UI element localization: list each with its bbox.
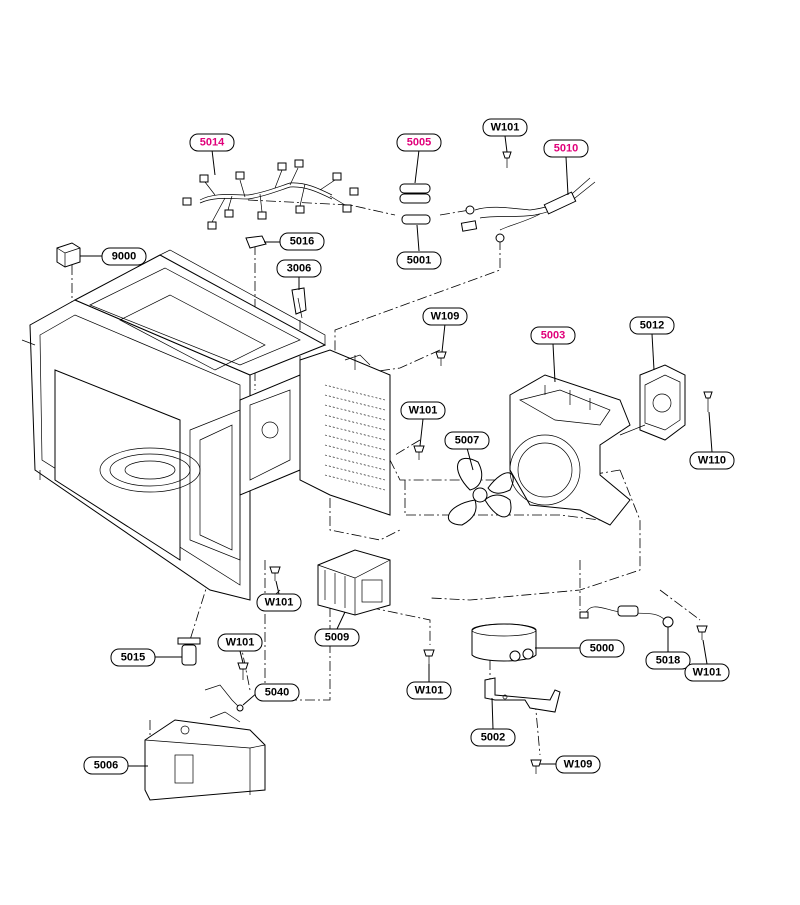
label-W101-lower[interactable]: W101	[217, 633, 263, 652]
label-5001[interactable]: 5001	[396, 251, 442, 270]
side-panel	[299, 349, 391, 516]
label-5003-text: 5003	[541, 330, 565, 342]
label-5007[interactable]: 5007	[444, 431, 490, 450]
label-W101-mid[interactable]: W101	[400, 401, 446, 420]
label-3006-text: 3006	[287, 263, 311, 275]
label-W101-top-text: W101	[491, 122, 520, 134]
label-5002[interactable]: 5002	[470, 728, 516, 747]
label-W101-right-text: W101	[693, 667, 722, 679]
label-5006-text: 5006	[94, 760, 118, 772]
label-5003[interactable]: 5003	[530, 326, 576, 345]
label-5000[interactable]: 5000	[579, 639, 625, 658]
label-5006[interactable]: 5006	[83, 756, 129, 775]
label-5010-text: 5010	[554, 143, 578, 155]
label-5002-text: 5002	[481, 732, 505, 744]
air-guide	[509, 374, 631, 526]
knob-part	[56, 242, 81, 268]
label-W110[interactable]: W110	[689, 451, 735, 470]
label-5015-text: 5015	[121, 652, 145, 664]
latch-parts	[245, 235, 307, 319]
label-5018-text: 5018	[656, 655, 680, 667]
label-5001-text: 5001	[407, 255, 431, 267]
label-W110-text: W110	[698, 455, 726, 467]
label-5000-text: 5000	[590, 643, 614, 655]
fuse-holder-cable	[460, 177, 596, 243]
capacitor-bracket	[484, 677, 561, 713]
label-W109-bottom-text: W109	[564, 759, 593, 771]
label-5014[interactable]: 5014	[189, 133, 235, 152]
label-5016-text: 5016	[290, 236, 314, 248]
label-W101-right[interactable]: W101	[684, 663, 730, 682]
oven-cabinet	[21, 249, 327, 601]
label-W101-left[interactable]: W101	[256, 593, 302, 612]
label-W101-mid-text: W101	[409, 405, 438, 417]
label-5012-text: 5012	[640, 320, 664, 332]
label-5005[interactable]: 5005	[396, 133, 442, 152]
label-5009-text: 5009	[325, 632, 349, 644]
magnetron	[317, 549, 391, 616]
label-W101-bottom[interactable]: W101	[406, 681, 452, 700]
label-5005-text: 5005	[407, 137, 431, 149]
screws	[237, 151, 713, 774]
capacitor	[471, 623, 537, 662]
label-5012[interactable]: 5012	[629, 316, 675, 335]
label-W101-left-text: W101	[265, 597, 294, 609]
label-5040[interactable]: 5040	[254, 683, 300, 702]
thermal-cable	[579, 605, 674, 628]
base-plate	[144, 711, 266, 801]
label-5014-text: 5014	[200, 137, 225, 149]
label-W101-lower-text: W101	[226, 637, 255, 649]
label-5016[interactable]: 5016	[279, 232, 325, 251]
label-5010[interactable]: 5010	[543, 139, 589, 158]
label-5040-text: 5040	[265, 687, 289, 699]
label-5015[interactable]: 5015	[110, 648, 156, 667]
fan-motor	[619, 364, 686, 441]
label-5009[interactable]: 5009	[314, 628, 360, 647]
thermostat-parts	[177, 637, 244, 712]
label-W109-top[interactable]: W109	[422, 307, 468, 326]
label-5018[interactable]: 5018	[645, 651, 691, 670]
label-9000-text: 9000	[112, 251, 136, 263]
part-labels: 5014 5005 5010 5003 W101 5016 3006 9000	[83, 118, 735, 775]
label-W101-bottom-text: W101	[415, 685, 444, 697]
label-W109-bottom[interactable]: W109	[555, 755, 601, 774]
label-W101-top[interactable]: W101	[482, 118, 528, 137]
fan-blade	[447, 457, 514, 526]
label-9000[interactable]: 9000	[101, 247, 147, 266]
label-5007-text: 5007	[455, 435, 479, 447]
wire-harness	[182, 159, 359, 230]
leader-lines	[80, 135, 713, 767]
fuse-parts	[399, 183, 431, 225]
label-3006[interactable]: 3006	[276, 259, 322, 278]
label-W109-top-text: W109	[431, 311, 460, 323]
